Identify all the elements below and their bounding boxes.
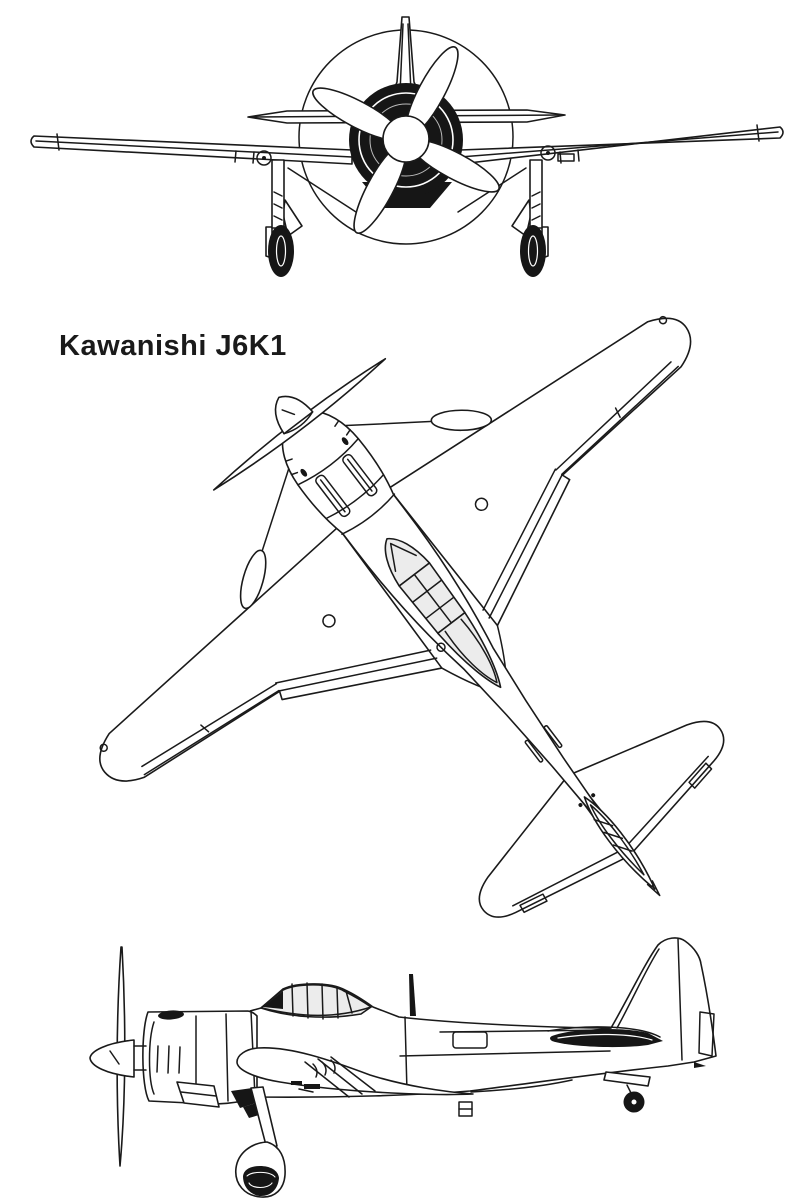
propeller-blades-front <box>312 46 500 234</box>
left-tailplane-plan <box>478 777 625 918</box>
right-wing-plan <box>387 315 692 627</box>
fin-plan <box>583 796 661 897</box>
right-main-gear-front <box>457 159 549 277</box>
fuselage-vents-plan <box>524 725 596 807</box>
cowling-plan-details <box>285 420 396 535</box>
stabilizer-side <box>547 1026 663 1048</box>
side-view <box>89 937 717 1198</box>
fuselage-side <box>249 937 717 1098</box>
left-wing-plan <box>99 526 443 782</box>
main-gear-side <box>231 1086 286 1198</box>
drawing-title: Kawanishi J6K1 <box>59 330 287 362</box>
tail-wheel-side <box>603 1062 706 1113</box>
left-main-gear-front <box>265 159 357 277</box>
canopy-plan <box>384 537 502 689</box>
left-wing-front <box>30 133 353 165</box>
top-view <box>99 315 725 918</box>
wing-pivot-circles <box>256 145 556 166</box>
left-wheel <box>268 225 294 277</box>
canopy-side <box>260 982 372 1020</box>
wing-side <box>236 1047 474 1098</box>
radio-mast <box>409 974 416 1016</box>
front-view <box>30 16 784 277</box>
right-wing-front <box>459 124 784 165</box>
right-wheel <box>520 225 546 277</box>
spinner-side <box>89 1039 147 1078</box>
chin-intake-side <box>176 1081 220 1108</box>
propeller-plan <box>212 357 493 610</box>
spinner-front <box>382 115 430 163</box>
